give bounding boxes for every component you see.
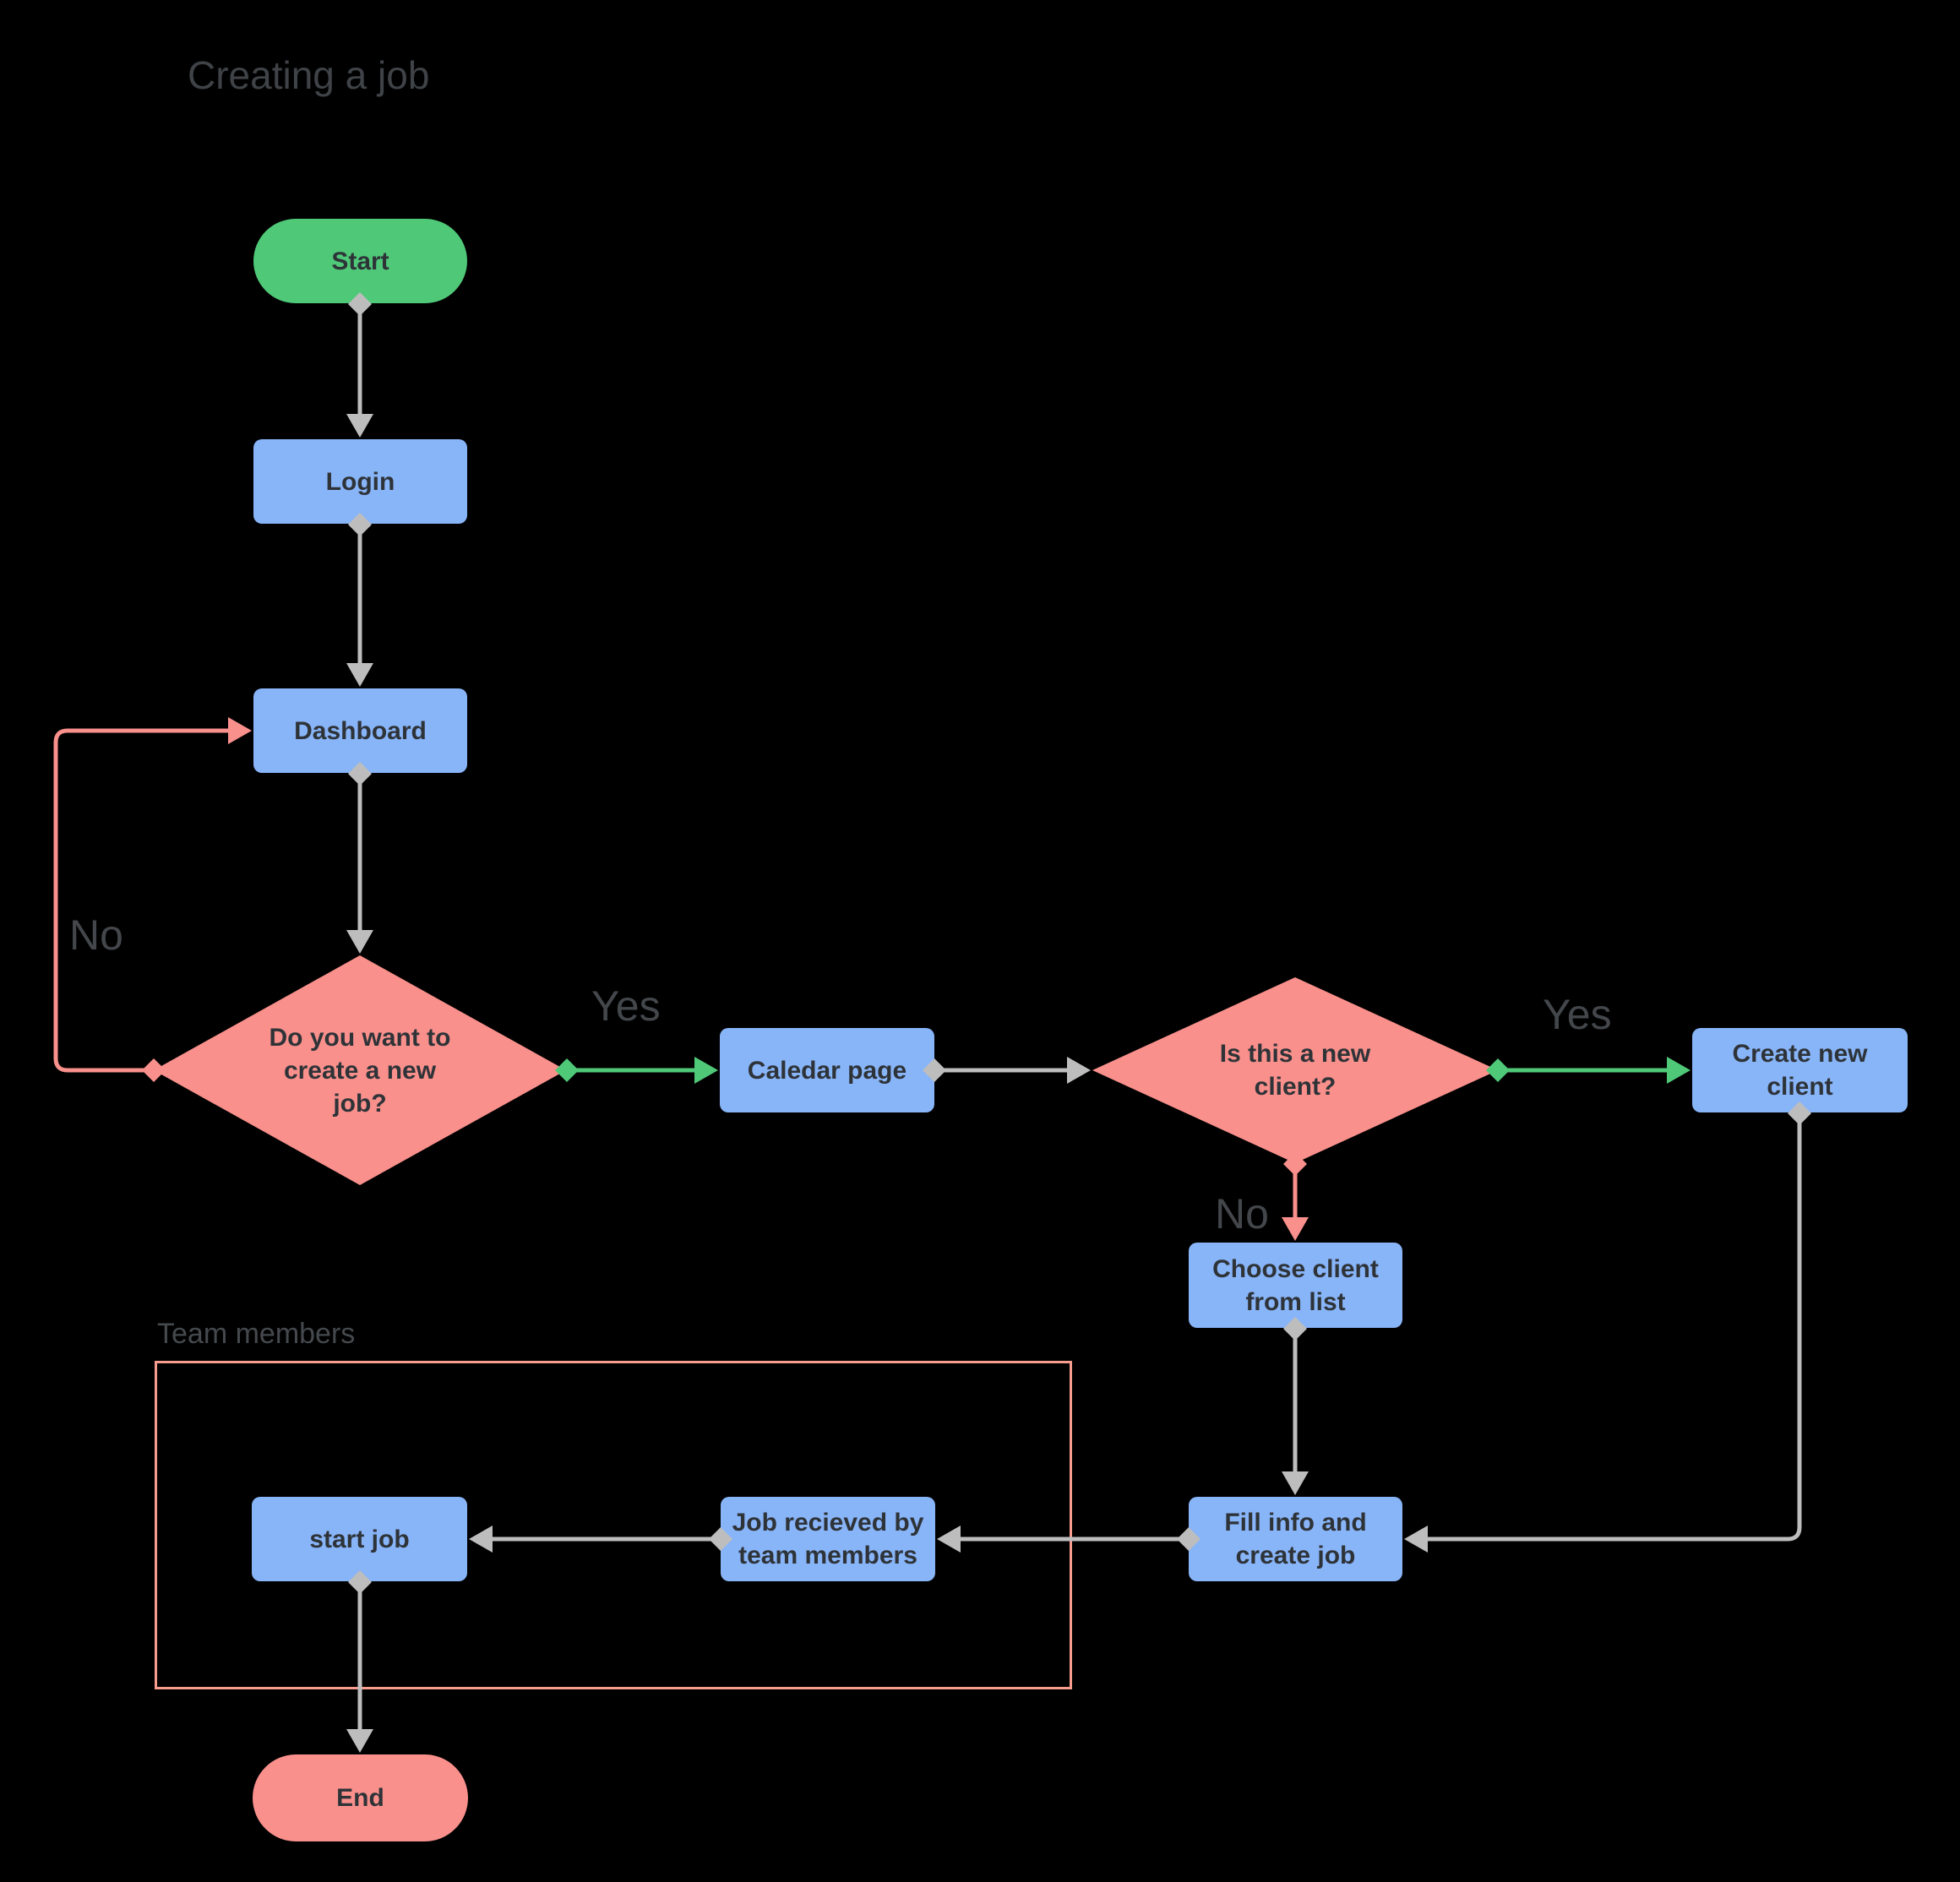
node-decision-new-job[interactable]: Do you want to create a new job? [154,955,566,1185]
edge-label-no-new-job[interactable]: No [69,911,123,959]
edge-label-yes-new-job[interactable]: Yes [591,982,661,1030]
connector-no-loop-arrowhead-icon [228,717,252,744]
node-login-label: Login [325,467,395,496]
node-decision-new-job-label: Do you want to create a new job? [269,1023,451,1118]
node-start-job-label: start job [309,1525,410,1553]
team-members-container[interactable] [155,1361,1072,1689]
page-title[interactable]: Creating a job [188,53,430,97]
team-members-container-label[interactable]: Team members [157,1318,356,1350]
node-start-label: Start [331,247,389,275]
connector-dashboard-decision-arrowhead-icon [346,930,373,954]
node-start[interactable]: Start [253,219,467,303]
connector-start-login-arrowhead-icon [346,414,373,438]
node-choose-client[interactable]: Choose client from list [1189,1243,1402,1328]
connector-yes-create-client-arrowhead-icon [1667,1057,1690,1084]
node-create-new-client-label: Create new client [1732,1040,1868,1101]
node-job-received-label: Job recieved by team members [732,1509,924,1569]
connector-login-dashboard-arrowhead-icon [346,663,373,687]
node-job-received[interactable]: Job recieved by team members [721,1497,935,1581]
node-calendar-page-label: Caledar page [747,1056,907,1085]
node-dashboard[interactable]: Dashboard [253,688,467,773]
connector-yes-calendar-arrowhead-icon [694,1057,718,1084]
node-decision-new-client[interactable]: Is this a new client? [1092,977,1498,1163]
edge-label-no-new-client[interactable]: No [1215,1190,1269,1237]
connector-create-fill-line [1416,1112,1802,1542]
node-calendar-page[interactable]: Caledar page [720,1028,934,1112]
connector-no-choose-client-arrowhead-icon [1282,1217,1309,1241]
node-dashboard-label: Dashboard [294,716,427,745]
connector-calendar-decision2-arrowhead-icon [1067,1057,1091,1084]
edge-label-yes-new-client[interactable]: Yes [1543,991,1612,1038]
node-choose-client-label: Choose client from list [1212,1254,1379,1316]
node-end-label: End [336,1784,384,1812]
node-create-new-client[interactable]: Create new client [1692,1028,1908,1112]
node-login[interactable]: Login [253,439,467,524]
node-fill-info[interactable]: Fill info and create job [1189,1497,1402,1581]
connector-choose-fill-arrowhead-icon [1282,1471,1309,1495]
connector-no-loop-line [53,728,240,1073]
connector-startjob-end-arrowhead-icon [346,1729,373,1753]
node-decision-new-client-label: Is this a new client? [1219,1040,1371,1101]
connector-create-fill-arrowhead-icon [1404,1526,1428,1553]
node-fill-info-label: Fill info and create job [1224,1509,1367,1569]
node-start-job[interactable]: start job [252,1497,467,1581]
node-end[interactable]: End [253,1754,468,1841]
